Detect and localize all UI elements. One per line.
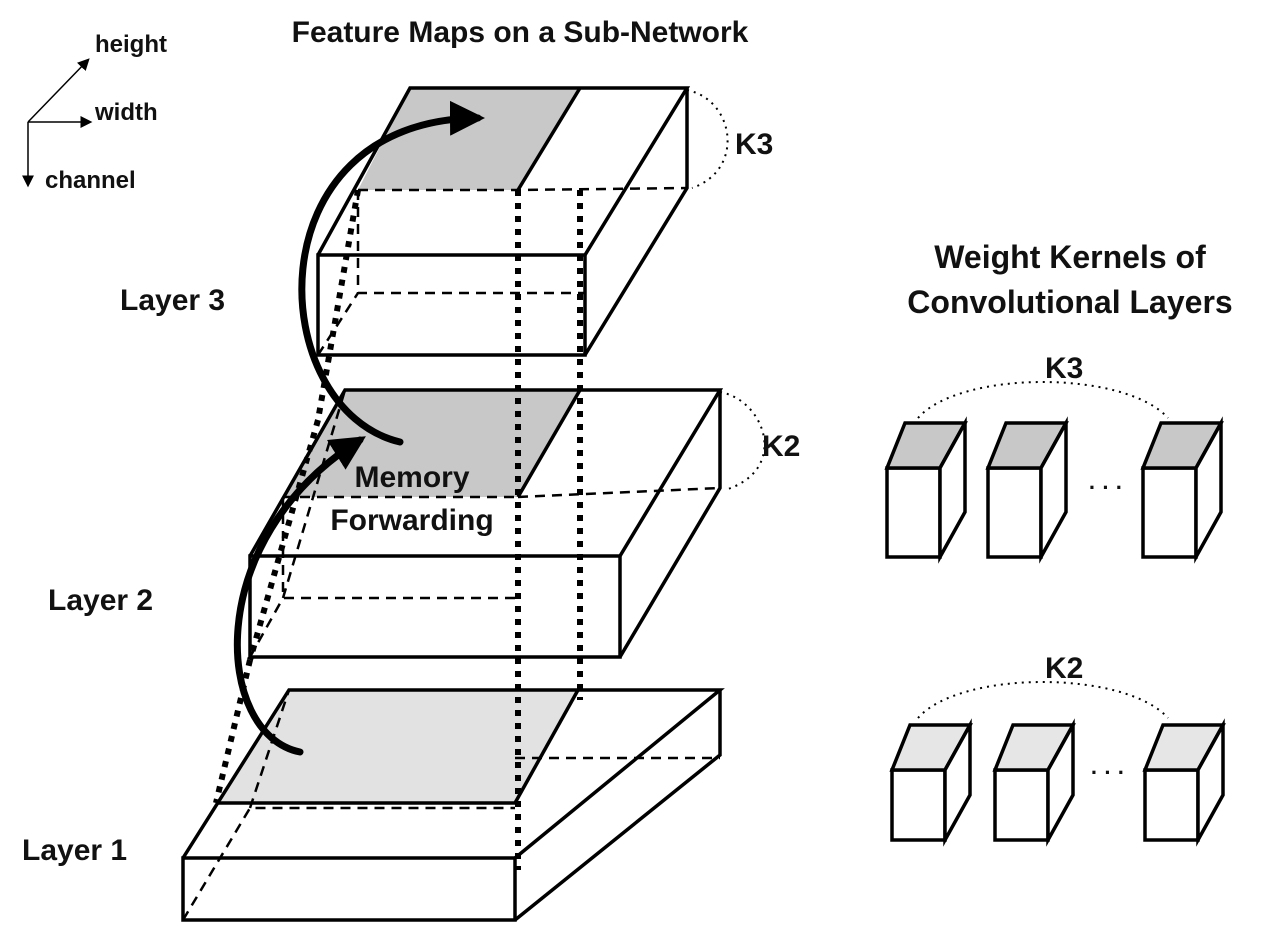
layer3-feature-map [316, 86, 729, 357]
channel-axis-label: channel [45, 167, 136, 194]
layer1-feature-map [181, 688, 725, 922]
diagram-title: Feature Maps on a Sub-Network [292, 16, 749, 49]
k3-ellipsis: · · · [1089, 475, 1123, 500]
k3-group-bracket [917, 381, 1169, 419]
k2-group-label: K2 [1045, 652, 1083, 685]
k2-ellipsis: · · · [1091, 760, 1125, 785]
k3-kernel-2 [985, 416, 1069, 564]
layer3-shaded-region [358, 88, 580, 190]
layer1-label: Layer 1 [22, 834, 127, 867]
k3-group-label: K3 [1045, 352, 1083, 385]
layer3-kernel-bracket [686, 89, 729, 189]
layer2-label: Layer 2 [48, 584, 153, 617]
k2-kernel-1 [889, 718, 973, 847]
forward-arrow-layer2-to-layer3 [298, 100, 485, 446]
kernels-title-line2: Convolutional Layers [907, 284, 1232, 320]
axis-legend: height width channel [22, 31, 167, 194]
layer2-feature-map [248, 388, 766, 659]
memory-forwarding-arrows [233, 100, 485, 756]
receptive-field-columns [213, 189, 583, 870]
layer2-kernel-bracket [719, 391, 766, 491]
width-axis-label: width [94, 99, 158, 126]
layer3-kernel-label: K3 [735, 128, 773, 161]
memory-forwarding-label-line1: Memory [354, 461, 469, 494]
layer3-label: Layer 3 [120, 284, 225, 317]
kernels-title-line1: Weight Kernels of [934, 239, 1206, 275]
memory-forwarding-label-line2: Forwarding [330, 504, 493, 537]
forward-arrow-layer1-to-layer2 [233, 436, 366, 756]
k3-kernel-1 [884, 416, 968, 564]
k2-kernel-n [1142, 718, 1226, 847]
k2-group-bracket [917, 681, 1169, 719]
height-axis-arrow [27, 58, 90, 123]
k3-kernel-n [1140, 416, 1224, 564]
k2-kernel-2 [992, 718, 1076, 847]
height-axis-label: height [95, 31, 167, 58]
k3-kernel-group: K3 · · · [884, 352, 1224, 564]
layer1-shaded-region [216, 690, 578, 803]
layer2-kernel-label: K2 [762, 430, 800, 463]
k2-kernel-group: K2 · · · [889, 652, 1226, 847]
